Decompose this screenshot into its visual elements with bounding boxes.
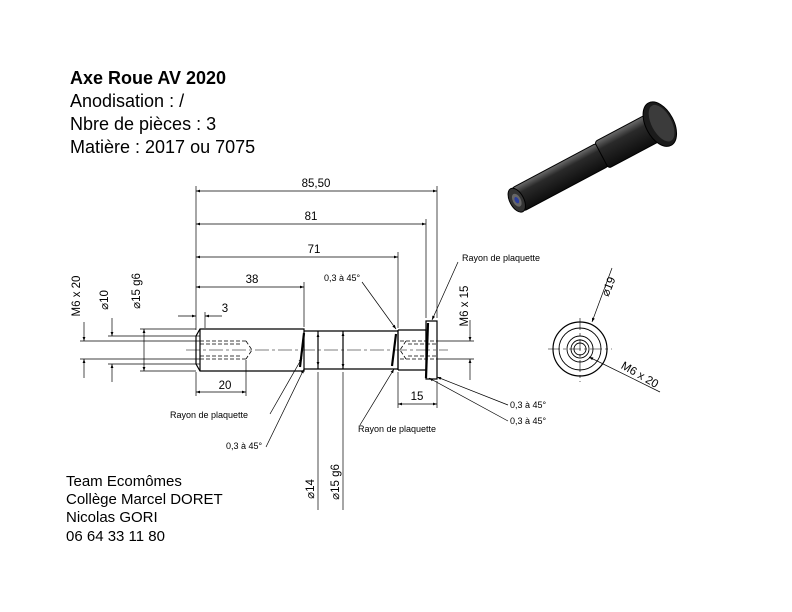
diameter-lines-bottom <box>316 332 345 510</box>
note-rayon-left: Rayon de plaquette <box>170 410 248 420</box>
dimension-lines-bottom <box>195 360 438 408</box>
dim-thread-depth: 20 <box>219 380 232 392</box>
hidden-thread-lines <box>200 340 437 360</box>
dim-diameter-19: ⌀19 <box>600 275 619 298</box>
dim-diameter-14: ⌀14 <box>305 479 317 499</box>
dim-diameter-10: ⌀10 <box>99 290 111 310</box>
dim-chamfer-length: 3 <box>222 303 228 315</box>
note-chamfer-right-2: 0,3 à 45° <box>510 416 547 426</box>
axle-3d-render <box>507 101 678 213</box>
dim-to-shoulder: 71 <box>308 244 321 256</box>
dim-collar-length: 15 <box>411 391 424 403</box>
dim-diameter-15-bottom: ⌀15 g6 <box>330 464 342 500</box>
diameter-lines-right <box>437 320 474 380</box>
team-name: Team Ecomômes <box>66 473 182 490</box>
leader-lines <box>265 261 509 448</box>
material-label: Matière : 2017 ou 7075 <box>70 137 256 157</box>
phone-number: 06 64 33 11 80 <box>66 528 165 545</box>
title: Axe Roue AV 2020 <box>70 68 227 88</box>
note-chamfer-top: 0,3 à 45° <box>324 273 361 283</box>
dim-diameter-15-left: ⌀15 g6 <box>131 273 143 309</box>
diameter-lines-left <box>80 318 200 382</box>
dim-first-step: 38 <box>246 274 259 286</box>
dim-thread-left: M6 x 20 <box>71 276 83 317</box>
pieces-count-label: Nbre de pièces : 3 <box>70 114 217 134</box>
anodisation-label: Anodisation : / <box>70 91 185 111</box>
note-rayon-bottom: Rayon de plaquette <box>358 424 436 434</box>
author-name: Nicolas GORI <box>66 509 158 526</box>
note-chamfer-right-1: 0,3 à 45° <box>510 400 547 410</box>
end-view <box>548 267 661 393</box>
dimension-lines-top <box>178 186 438 330</box>
note-chamfer-left: 0,3 à 45° <box>226 441 263 451</box>
dim-to-collar: 81 <box>305 211 318 223</box>
school-name: Collège Marcel DORET <box>66 491 223 508</box>
dim-thread-right: M6 x 15 <box>459 286 471 327</box>
note-rayon-top: Rayon de plaquette <box>462 253 540 263</box>
dim-thread-end-view: M6 x 20 <box>619 360 660 391</box>
dim-overall: 85,50 <box>302 178 331 190</box>
